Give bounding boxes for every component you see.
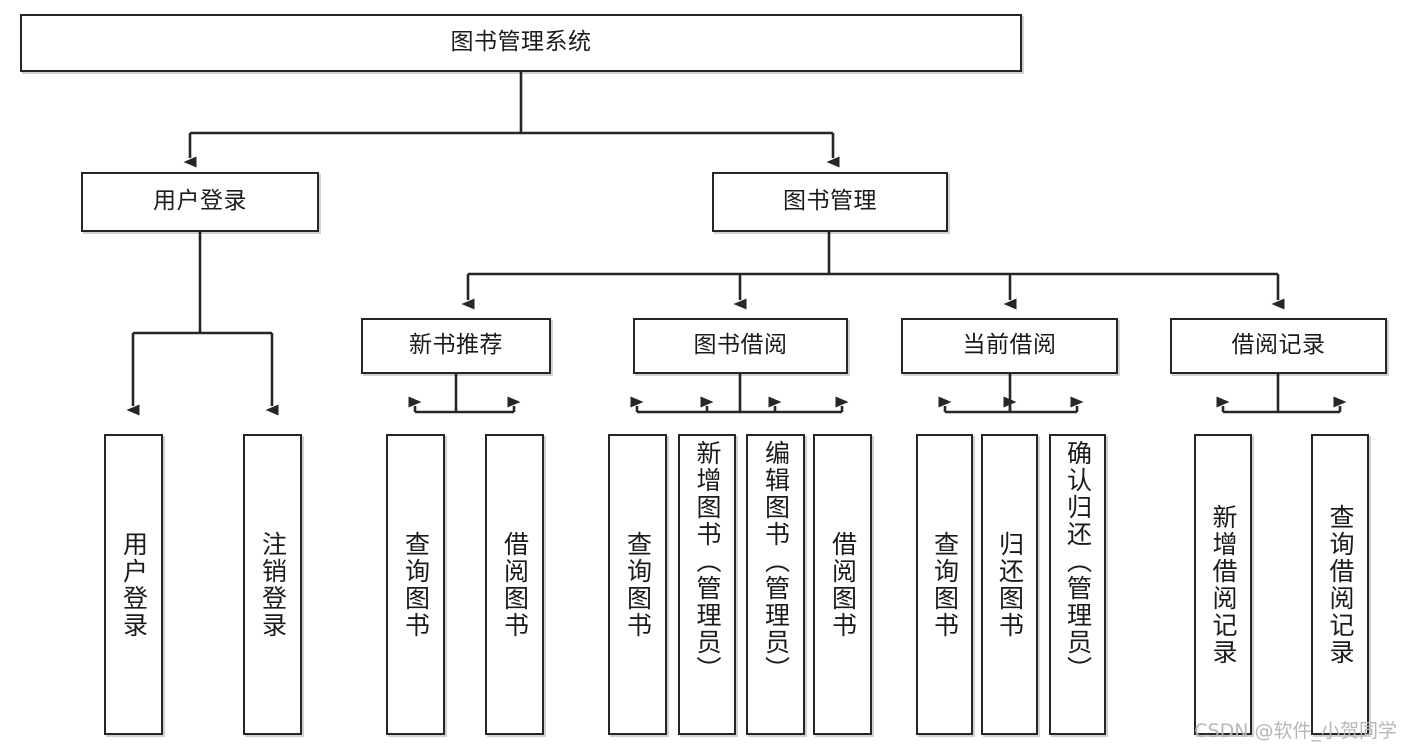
leaf-borrow-book-2[interactable]: 借阅图书 xyxy=(813,434,872,735)
leaf-query-book-3-label: 查询图书 xyxy=(930,530,960,639)
leaf-query-book-1[interactable]: 查询图书 xyxy=(386,434,445,735)
node-book-manage-label: 图书管理 xyxy=(783,188,877,215)
leaf-add-borrow-record-label: 新增借阅记录 xyxy=(1209,503,1238,666)
leaf-query-book-1-label: 查询图书 xyxy=(401,530,431,639)
node-root[interactable]: 图书管理系统 xyxy=(20,14,1022,72)
leaf-query-book-2-label: 查询图书 xyxy=(623,530,653,639)
leaf-borrow-book-1-label: 借阅图书 xyxy=(500,530,530,639)
leaf-query-borrow-record-label: 查询借阅记录 xyxy=(1326,503,1355,666)
node-book-borrow[interactable]: 图书借阅 xyxy=(633,318,848,374)
node-borrow-record[interactable]: 借阅记录 xyxy=(1170,318,1387,374)
node-borrow-record-label: 借阅记录 xyxy=(1231,332,1326,359)
leaf-edit-book-admin-label: 编辑图书（管理员） xyxy=(761,440,791,683)
leaf-confirm-return-admin-label: 确认归还（管理员） xyxy=(1063,440,1093,683)
leaf-borrow-book-1[interactable]: 借阅图书 xyxy=(485,434,544,735)
node-current-borrow-label: 当前借阅 xyxy=(962,332,1057,359)
node-root-label: 图书管理系统 xyxy=(450,29,592,56)
node-user-login[interactable]: 用户登录 xyxy=(81,172,319,232)
leaf-query-book-2[interactable]: 查询图书 xyxy=(608,434,667,735)
node-current-borrow[interactable]: 当前借阅 xyxy=(901,318,1118,374)
node-new-book-recommend-label: 新书推荐 xyxy=(409,332,503,359)
node-user-login-label: 用户登录 xyxy=(153,188,247,215)
leaf-return-book[interactable]: 归还图书 xyxy=(981,434,1038,735)
leaf-user-login-label: 用户登录 xyxy=(119,530,149,639)
leaf-query-book-3[interactable]: 查询图书 xyxy=(916,434,973,735)
node-book-manage[interactable]: 图书管理 xyxy=(712,172,948,232)
node-book-borrow-label: 图书借阅 xyxy=(693,332,788,359)
leaf-add-book-admin[interactable]: 新增图书（管理员） xyxy=(678,434,736,735)
leaf-logout-login-label: 注销登录 xyxy=(258,530,288,639)
leaf-query-borrow-record[interactable]: 查询借阅记录 xyxy=(1311,434,1369,735)
node-new-book-recommend[interactable]: 新书推荐 xyxy=(361,318,551,374)
leaf-add-borrow-record[interactable]: 新增借阅记录 xyxy=(1194,434,1252,735)
leaf-user-login[interactable]: 用户登录 xyxy=(104,434,163,735)
leaf-return-book-label: 归还图书 xyxy=(995,530,1025,639)
leaf-confirm-return-admin[interactable]: 确认归还（管理员） xyxy=(1049,434,1106,735)
leaf-edit-book-admin[interactable]: 编辑图书（管理员） xyxy=(746,434,805,735)
leaf-add-book-admin-label: 新增图书（管理员） xyxy=(693,440,722,683)
leaf-logout-login[interactable]: 注销登录 xyxy=(243,434,302,735)
leaf-borrow-book-2-label: 借阅图书 xyxy=(828,530,858,639)
watermark: CSDN @软件_小贺同学 xyxy=(1194,720,1397,742)
